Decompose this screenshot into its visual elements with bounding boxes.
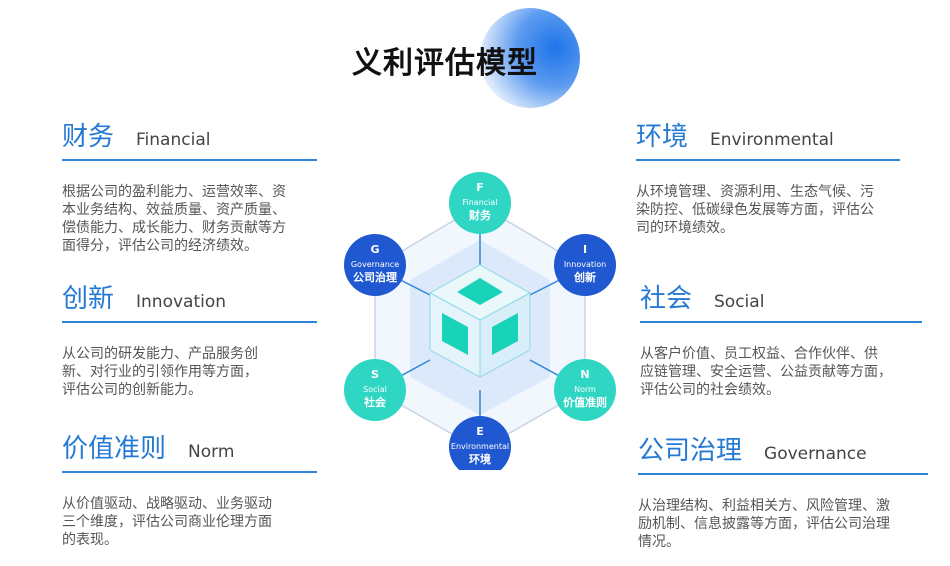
section-title-en: Financial <box>136 130 211 150</box>
section-norm: 价值准则 Norm 从价值驱动、战略驱动、业务驱动 三个维度，评估公司商业伦理方… <box>62 428 317 549</box>
node-circle <box>554 359 616 421</box>
section-social: 社会 Social 从客户价值、员工权益、合作伙伴、供 应链管理、安全运营、公益… <box>640 278 922 399</box>
node-circle <box>449 172 511 234</box>
description-line: 从治理结构、利益相关方、风险管理、激 <box>638 498 890 514</box>
description-line: 从价值驱动、战略驱动、业务驱动 <box>62 496 272 512</box>
section-header: 环境 Environmental <box>636 116 900 161</box>
section-header: 创新 Innovation <box>62 278 317 323</box>
node-label-cn: 环境 <box>469 452 491 466</box>
section-title-cn: 公司治理 <box>638 436 743 466</box>
description-line: 司的环境绩效。 <box>636 220 734 236</box>
section-title-en: Innovation <box>136 292 227 312</box>
node-letter: E <box>476 425 484 438</box>
section-title-cn: 创新 <box>62 284 115 314</box>
node-label-en: Innovation <box>564 260 606 269</box>
description-line: 从环境管理、资源利用、生态气候、污 <box>636 184 874 200</box>
node-label-en: Environmental <box>451 442 509 451</box>
title-area: 义利评估模型 <box>340 8 590 108</box>
section-title-cn: 社会 <box>640 284 693 314</box>
section-header: 价值准则 Norm <box>62 428 317 473</box>
description-line: 情况。 <box>638 534 680 550</box>
node-letter: S <box>371 368 379 381</box>
section-header: 社会 Social <box>640 278 922 323</box>
node-label-cn: 创新 <box>573 270 596 284</box>
description-line: 评估公司的社会绩效。 <box>640 382 780 398</box>
section-description: 根据公司的盈利能力、运营效率、资 本业务结构、效益质量、资产质量、 偿债能力、成… <box>62 183 317 255</box>
node-label-cn: 价值准则 <box>563 395 607 409</box>
node-circle <box>449 416 511 470</box>
node-label-cn: 社会 <box>363 395 387 409</box>
node-label-en: Financial <box>462 198 497 207</box>
description-line: 面得分，评估公司的经济绩效。 <box>62 238 258 254</box>
section-title-cn: 环境 <box>636 122 689 152</box>
title-decoration-circle <box>480 8 580 108</box>
section-header: 公司治理 Governance <box>638 430 928 475</box>
section-description: 从公司的研发能力、产品服务创 新、对行业的引领作用等方面， 评估公司的创新能力。 <box>62 345 317 399</box>
node-circle <box>344 234 406 296</box>
description-line: 偿债能力、成长能力、财务贡献等方 <box>62 220 286 236</box>
node-circle <box>344 359 406 421</box>
description-line: 评估公司的创新能力。 <box>62 382 202 398</box>
node-letter: G <box>370 243 379 256</box>
section-description: 从治理结构、利益相关方、风险管理、激 励机制、信息披露等方面，评估公司治理 情况… <box>638 497 928 551</box>
section-description: 从客户价值、员工权益、合作伙伴、供 应链管理、安全运营、公益贡献等方面， 评估公… <box>640 345 922 399</box>
section-title-en: Norm <box>188 442 235 462</box>
node-label-cn: 财务 <box>468 208 492 222</box>
section-title-en: Social <box>714 292 765 312</box>
page-title: 义利评估模型 <box>352 46 538 81</box>
description-line: 本业务结构、效益质量、资产质量、 <box>62 202 286 218</box>
node-letter: I <box>583 243 587 256</box>
cube-icon <box>428 264 532 378</box>
description-line: 从客户价值、员工权益、合作伙伴、供 <box>640 346 878 362</box>
section-financial: 财务 Financial 根据公司的盈利能力、运营效率、资 本业务结构、效益质量… <box>62 116 317 255</box>
section-description: 从价值驱动、战略驱动、业务驱动 三个维度，评估公司商业伦理方面 的表现。 <box>62 495 317 549</box>
section-title-en: Environmental <box>710 130 834 150</box>
description-line: 励机制、信息披露等方面，评估公司治理 <box>638 516 890 532</box>
node-label-en: Social <box>363 385 387 394</box>
section-title-cn: 财务 <box>62 122 115 152</box>
section-innovation: 创新 Innovation 从公司的研发能力、产品服务创 新、对行业的引领作用等… <box>62 278 317 399</box>
section-environmental: 环境 Environmental 从环境管理、资源利用、生态气候、污 染防控、低… <box>636 116 900 237</box>
description-line: 新、对行业的引领作用等方面， <box>62 364 258 380</box>
description-line: 的表现。 <box>62 532 118 548</box>
node-letter: N <box>580 368 589 381</box>
description-line: 染防控、低碳绿色发展等方面，评估公 <box>636 202 874 218</box>
node-circle <box>554 234 616 296</box>
node-label-cn: 公司治理 <box>353 270 397 284</box>
section-header: 财务 Financial <box>62 116 317 161</box>
description-line: 三个维度，评估公司商业伦理方面 <box>62 514 272 530</box>
section-title-en: Governance <box>764 444 867 464</box>
section-description: 从环境管理、资源利用、生态气候、污 染防控、低碳绿色发展等方面，评估公 司的环境… <box>636 183 900 237</box>
node-label-en: Norm <box>574 385 596 394</box>
description-line: 根据公司的盈利能力、运营效率、资 <box>62 184 286 200</box>
section-title-cn: 价值准则 <box>62 434 167 464</box>
description-line: 从公司的研发能力、产品服务创 <box>62 346 258 362</box>
node-label-en: Governance <box>351 260 399 269</box>
description-line: 应链管理、安全运营、公益贡献等方面， <box>640 364 892 380</box>
node-letter: F <box>476 181 484 194</box>
section-governance: 公司治理 Governance 从治理结构、利益相关方、风险管理、激 励机制、信… <box>638 430 928 551</box>
